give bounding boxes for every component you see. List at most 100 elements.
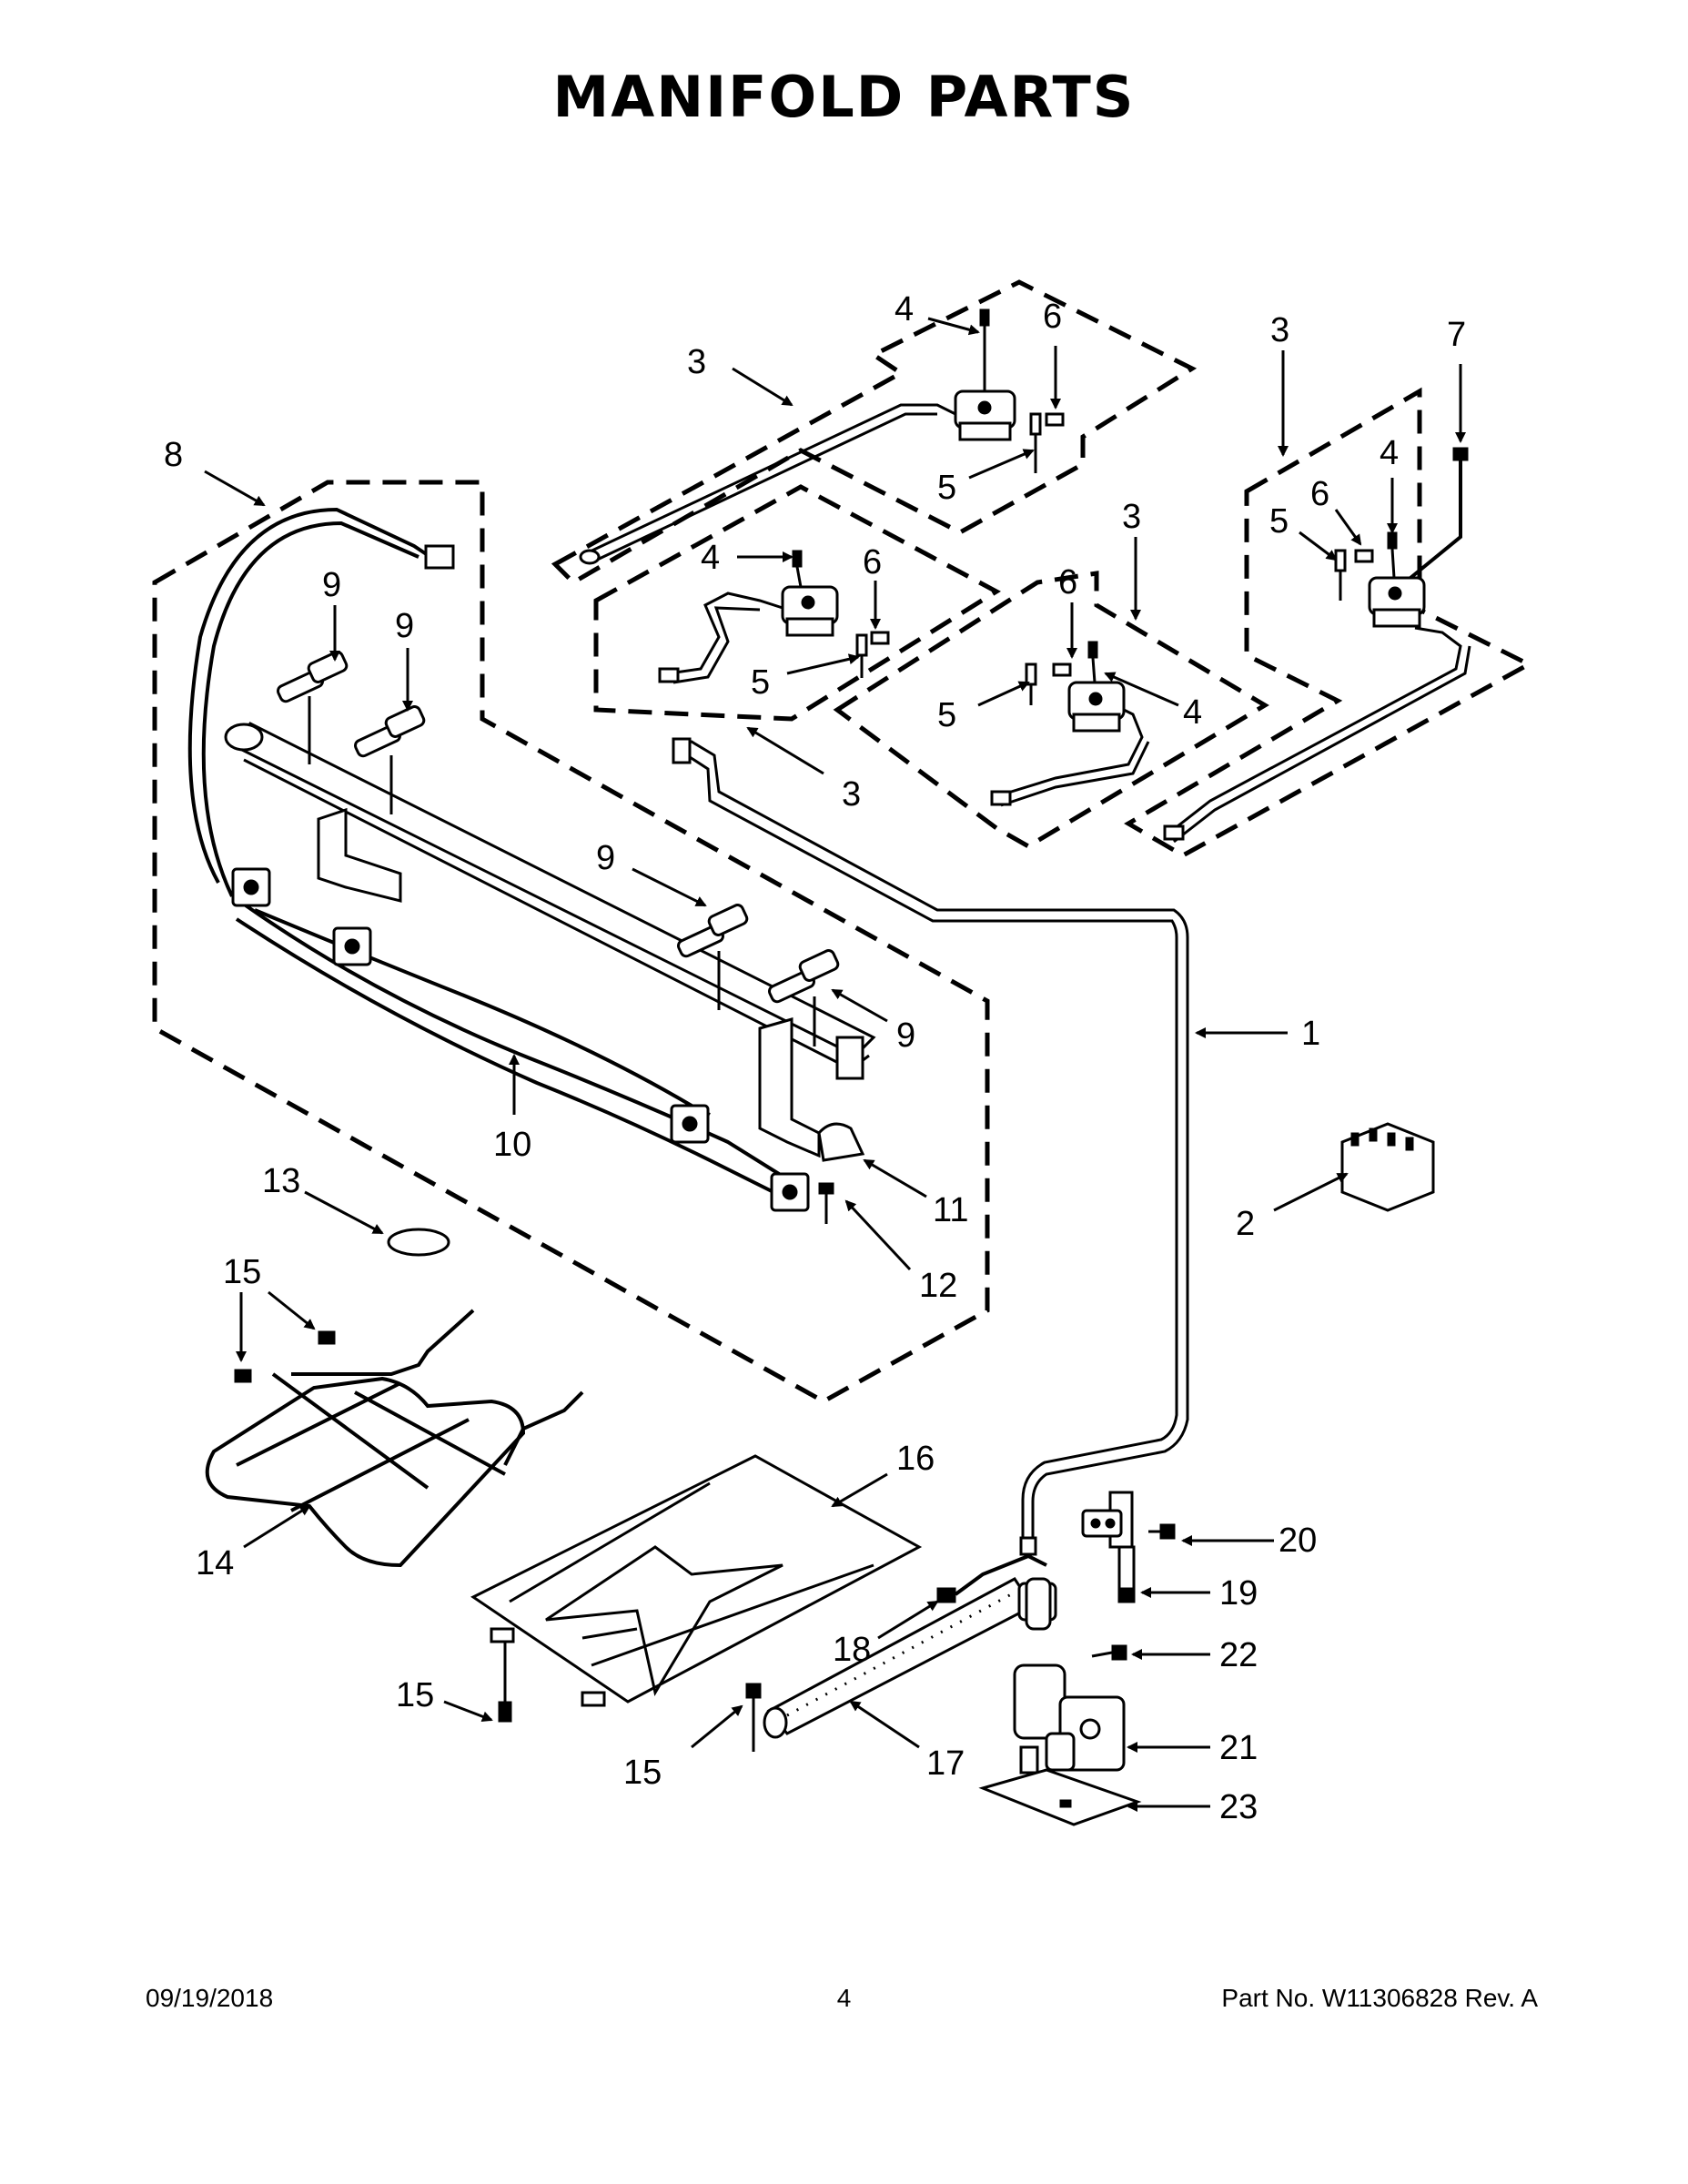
support-plate-23 xyxy=(978,1768,1142,1826)
valve-shaft-hole xyxy=(801,595,815,610)
callout-5c: 5 xyxy=(937,696,956,734)
valve-stem-screw xyxy=(792,550,803,568)
orifice-fitting xyxy=(579,549,601,565)
callout-22: 22 xyxy=(1219,1636,1258,1674)
valve-body-base xyxy=(785,617,834,637)
spark-terminal-1 xyxy=(1350,1132,1359,1147)
base-slot-2 xyxy=(591,1563,874,1667)
leader-13 xyxy=(304,1190,384,1235)
valve-stem-line xyxy=(1390,548,1396,579)
spark-terminal-3 xyxy=(1387,1132,1396,1147)
element-inner-grid-3 xyxy=(236,1381,401,1467)
callout-11: 11 xyxy=(933,1191,968,1229)
callout-7: 7 xyxy=(1447,316,1466,354)
spark-clip xyxy=(1045,412,1065,427)
igniter-block-lower xyxy=(1081,1509,1123,1538)
callout-18: 18 xyxy=(833,1631,871,1669)
manifold-bar-assembly xyxy=(187,507,876,1224)
callout-8: 8 xyxy=(164,436,183,474)
callout-6c: 6 xyxy=(1058,563,1077,602)
orifice-holder-4 xyxy=(768,949,840,1046)
valve-stem-screw xyxy=(1387,531,1398,550)
leader-17 xyxy=(849,1700,920,1749)
callout-4b: 4 xyxy=(701,539,720,577)
leader-18 xyxy=(877,1600,939,1640)
base-screw xyxy=(498,1701,512,1723)
igniter-hole-2 xyxy=(344,938,360,955)
callout-9a: 9 xyxy=(322,566,341,604)
callout-3c: 3 xyxy=(1122,498,1141,536)
burner-base-plate xyxy=(470,1454,923,1723)
leader-4c xyxy=(1104,672,1179,707)
manifold-group-outline xyxy=(152,480,990,1404)
element-inner-grid-2 xyxy=(354,1390,506,1476)
leader-8 xyxy=(204,470,266,507)
valve-body-base xyxy=(1072,713,1121,733)
burner-tube-edge xyxy=(1173,645,1471,844)
support-plate-tab xyxy=(1059,1799,1072,1808)
valve-stem-line xyxy=(1091,657,1097,683)
leader-5b xyxy=(786,653,860,675)
screw-20 xyxy=(1159,1523,1176,1540)
callout-4d: 4 xyxy=(1380,434,1399,472)
leader-9d xyxy=(831,988,888,1023)
callout-6d: 6 xyxy=(1310,475,1329,513)
element-inner-grid-1 xyxy=(271,1372,430,1490)
callout-5a: 5 xyxy=(937,469,956,507)
top-rear-burner-valve xyxy=(579,308,1065,565)
burner-tube-curved xyxy=(668,592,783,675)
manifold-gas-tube xyxy=(672,737,1189,1556)
gas-tube-inner xyxy=(689,755,1178,1538)
screw-22 xyxy=(1111,1644,1127,1661)
gas-valve-regulator xyxy=(978,1663,1142,1826)
bake-element xyxy=(205,1309,584,1568)
valve-shaft-hole xyxy=(1088,692,1103,706)
leader-5a xyxy=(968,449,1035,480)
spark-clip xyxy=(1354,549,1374,563)
element-terminal-top xyxy=(291,1309,475,1376)
top-rear-burner-valve-outline xyxy=(551,279,1198,586)
igniter-screw xyxy=(936,1587,956,1603)
leader-15b xyxy=(443,1700,493,1723)
leader-12 xyxy=(844,1199,912,1271)
burner-tube xyxy=(1168,626,1462,834)
harness-wire-b xyxy=(201,521,419,897)
callout-3d: 3 xyxy=(1270,311,1289,349)
footer-page-number: 4 xyxy=(836,1984,852,2012)
base-plate xyxy=(470,1454,923,1704)
support-bracket-right xyxy=(758,1017,821,1158)
electrode-tip xyxy=(855,633,868,657)
leader-6d xyxy=(1334,509,1362,546)
callout-23: 23 xyxy=(1219,1788,1258,1826)
leader-11 xyxy=(863,1158,927,1198)
valve-body-base xyxy=(958,421,1012,441)
leader-2 xyxy=(1273,1172,1349,1212)
igniter-hole-1 xyxy=(243,879,259,895)
callout-5b: 5 xyxy=(751,663,770,702)
footer-part-number: Part No. W11306828 Rev. A xyxy=(1221,1984,1538,2012)
valve-shaft-hole xyxy=(977,400,992,415)
valve-stem-screw xyxy=(979,308,990,327)
callout-19: 19 xyxy=(1219,1574,1258,1613)
spark-terminal-2 xyxy=(1369,1127,1378,1142)
manifold-bar xyxy=(232,722,876,1057)
hex-bolt xyxy=(1452,447,1469,461)
page-title: MANIFOLD PARTS xyxy=(552,64,1136,130)
callout-20: 20 xyxy=(1279,1522,1317,1560)
element-outer-loop xyxy=(205,1376,526,1568)
leader-16 xyxy=(831,1472,888,1508)
burner-tube-curved-edge xyxy=(672,606,761,684)
callout-9d: 9 xyxy=(896,1016,915,1055)
screw-22-shaft xyxy=(1091,1651,1113,1658)
burner-tube-edge xyxy=(591,412,937,564)
valve-body-left xyxy=(1013,1663,1066,1740)
callout-21: 21 xyxy=(1219,1729,1258,1767)
callout-1: 1 xyxy=(1301,1015,1320,1053)
valve-stem-line xyxy=(795,566,803,588)
callout-4a: 4 xyxy=(895,290,914,329)
harness-wire-d xyxy=(235,917,793,1203)
leader-5d xyxy=(1299,531,1338,561)
callout-labels: 1 2 3 3 3 3 4 4 4 4 5 5 5 xyxy=(164,290,1466,1826)
callout-15b: 15 xyxy=(396,1676,434,1714)
element-inner-grid-4 xyxy=(290,1418,470,1512)
